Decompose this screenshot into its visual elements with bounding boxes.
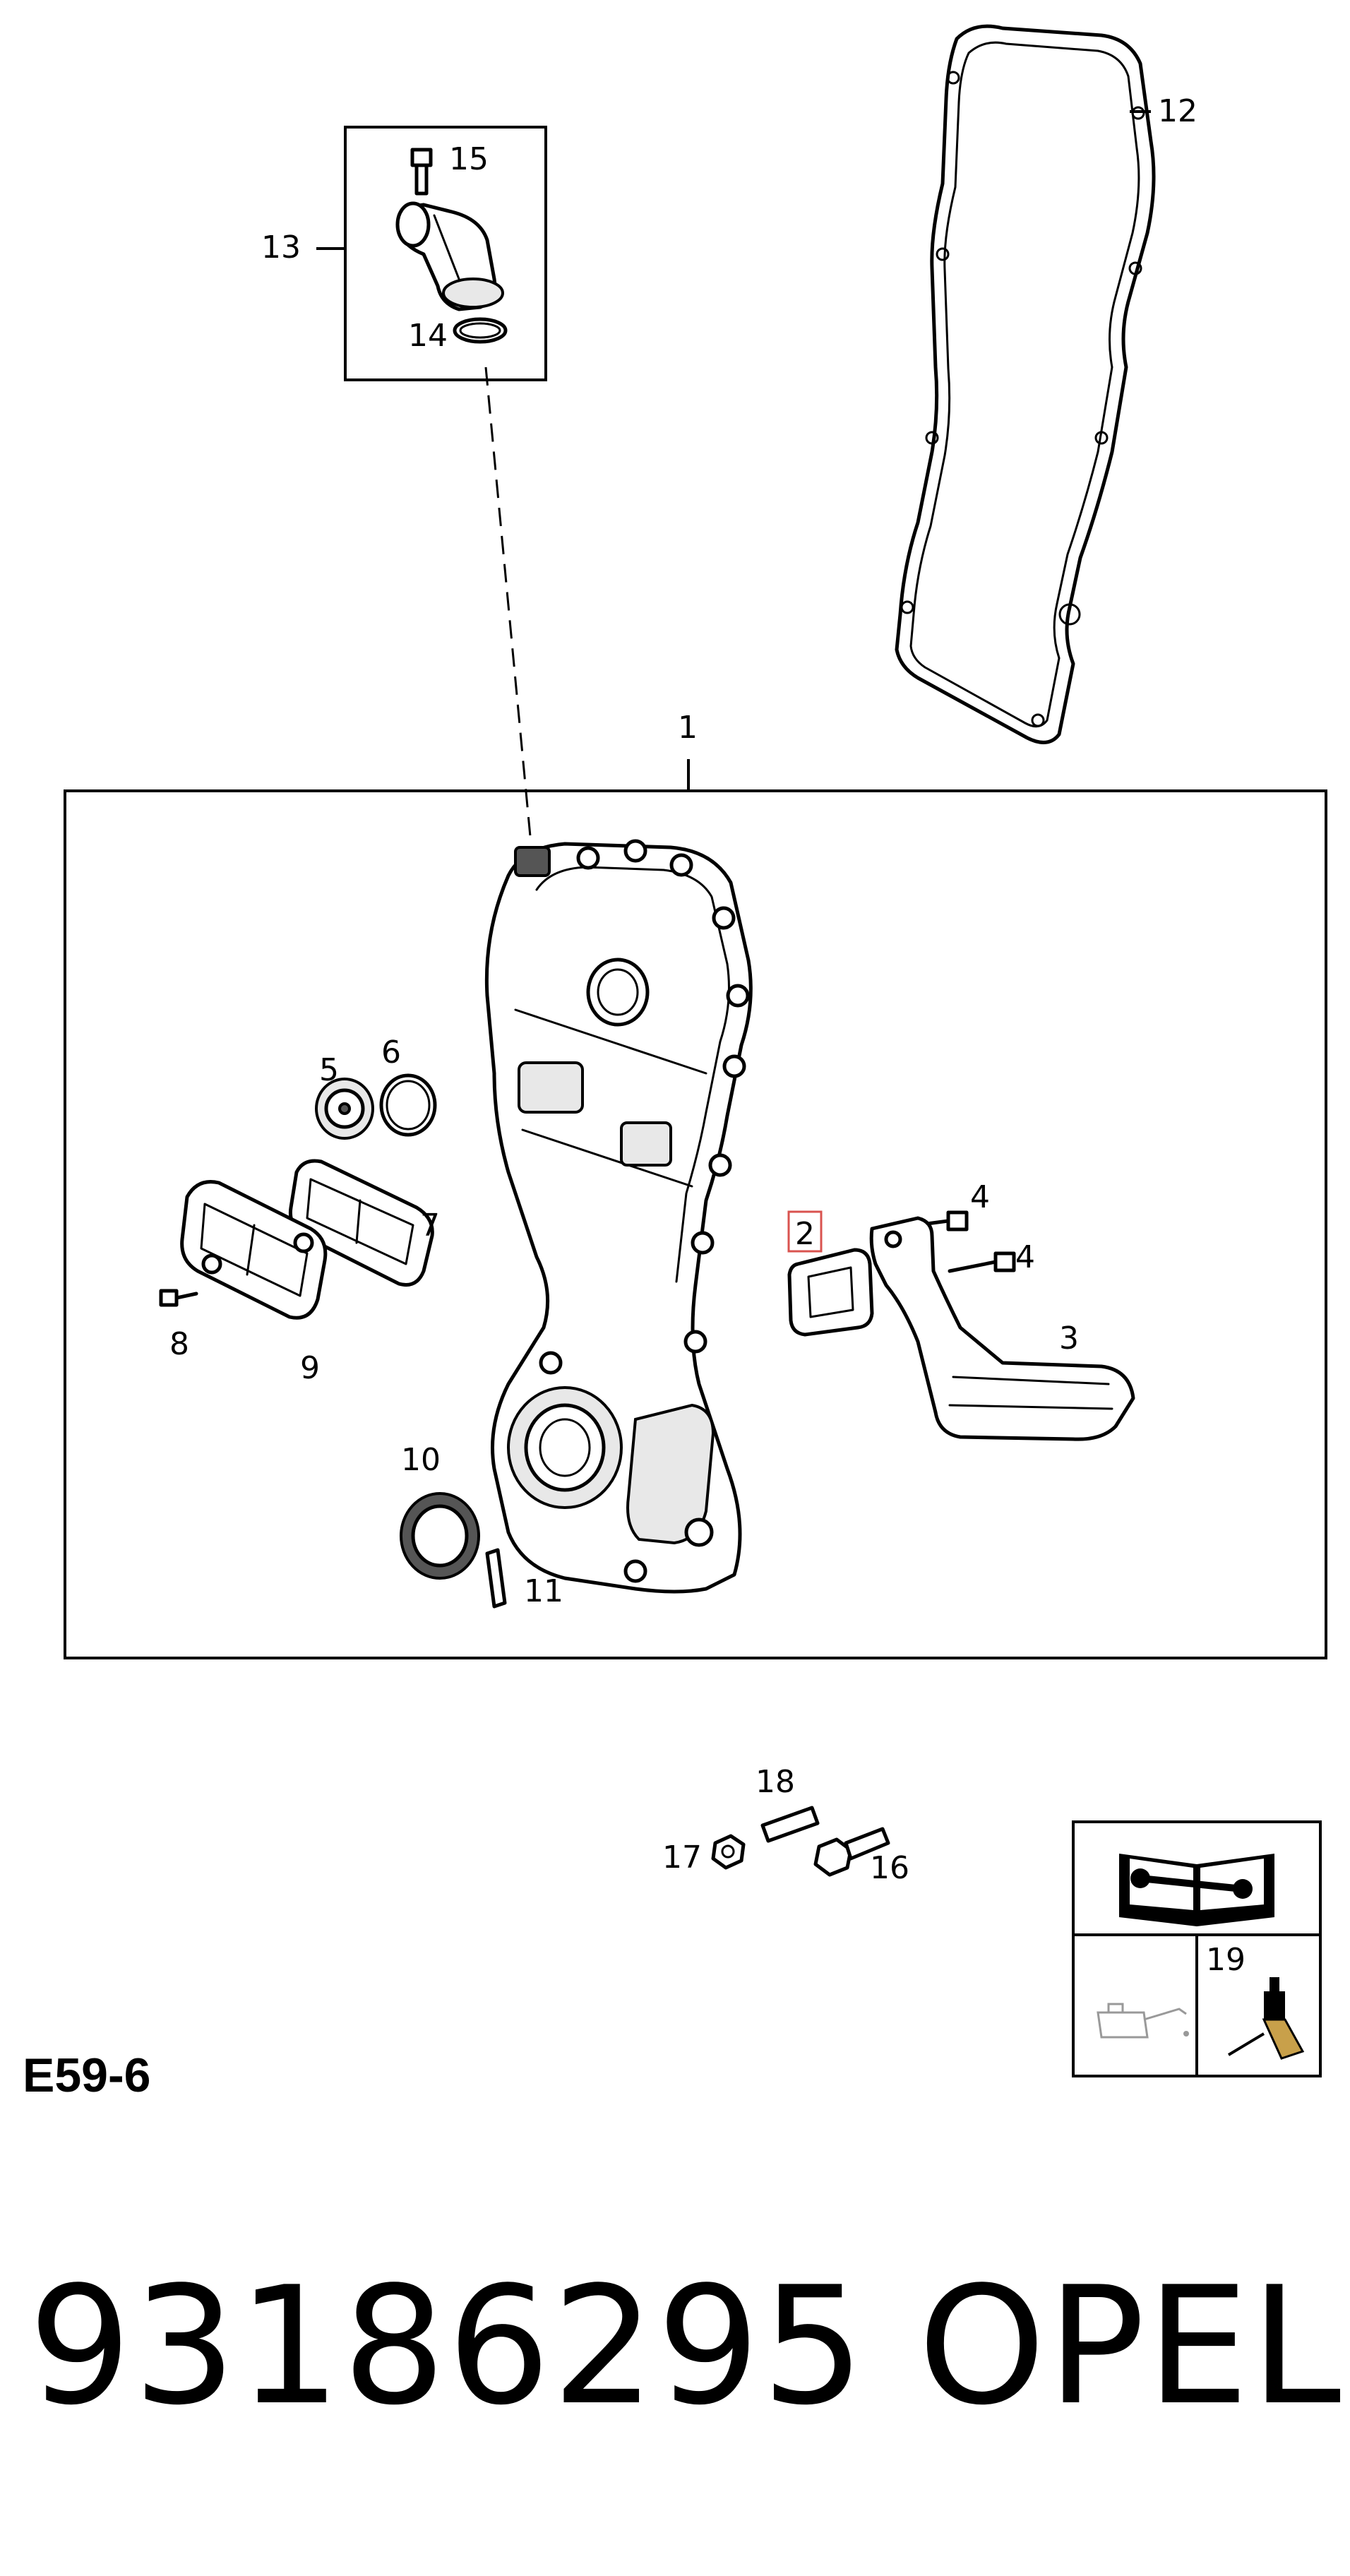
legend-box: [1072, 1820, 1322, 2077]
callout-14: 14: [408, 318, 448, 354]
gasket-2: [787, 1248, 874, 1337]
bolt-8: [159, 1289, 198, 1307]
callout-15: 15: [449, 141, 489, 177]
callout-2: 2: [795, 1216, 815, 1252]
callout-9: 9: [300, 1350, 320, 1386]
stud-18: [760, 1806, 820, 1843]
brand-name: OPEL: [918, 2253, 1343, 2441]
callout-13: 13: [261, 229, 301, 266]
callout-2-highlight: [787, 1210, 823, 1253]
seal-10: [400, 1492, 480, 1580]
bolt-4b: [948, 1251, 1016, 1273]
callout-3: 3: [1059, 1320, 1079, 1356]
part-number: 93186295: [28, 2253, 866, 2441]
nut-17: [711, 1834, 746, 1870]
dowel-pin-11: [485, 1548, 507, 1609]
leader-dashed: [484, 366, 532, 845]
thermostat-housing-13: [395, 201, 504, 311]
bolt-16: [813, 1827, 890, 1877]
callout-17: 17: [662, 1839, 702, 1876]
callout-18: 18: [755, 1764, 795, 1800]
callout-8: 8: [169, 1326, 189, 1362]
sealant-bottle-icon: [1227, 1977, 1305, 2060]
callout-7: 7: [420, 1208, 440, 1244]
callout-11: 11: [524, 1573, 563, 1609]
cap-5: [315, 1078, 374, 1140]
assembly-box-1: [64, 759, 1327, 1659]
section-code: E59-6: [23, 2049, 151, 2102]
o-ring-14: [453, 317, 508, 344]
gasket-12: [895, 24, 1156, 744]
bolt-15: [410, 148, 433, 196]
callout-4b: 4: [1015, 1239, 1035, 1275]
cover-9: [180, 1180, 328, 1320]
callout-6: 6: [381, 1034, 401, 1071]
o-ring-6: [379, 1073, 437, 1137]
oil-pickup-3: [869, 1216, 1135, 1441]
timing-cover-1: [484, 839, 753, 1594]
callout-1: 1: [678, 710, 698, 746]
oil-can-icon: [1097, 2003, 1189, 2039]
callout-10: 10: [401, 1442, 441, 1478]
inset-box-13: [316, 126, 547, 381]
callout-12: 12: [1158, 93, 1197, 129]
service-manual-icon: [1119, 1854, 1274, 1926]
callout-19: 19: [1206, 1942, 1246, 1978]
callout-5: 5: [319, 1052, 339, 1088]
callout-4a: 4: [970, 1179, 990, 1215]
callout-16: 16: [870, 1850, 909, 1886]
